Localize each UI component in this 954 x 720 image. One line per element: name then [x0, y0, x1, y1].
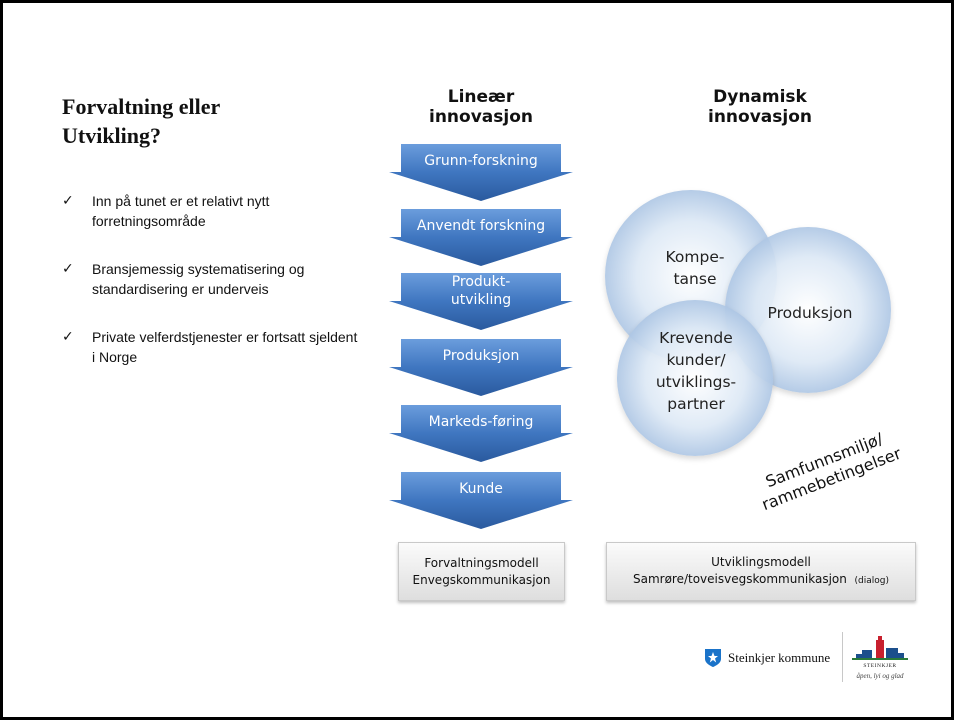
dynamic-model-note: (dialog) — [854, 575, 890, 586]
linear-step-label: Produksjon — [442, 348, 520, 364]
chevron-down-arrow — [389, 273, 573, 330]
circle-customers-label: Krevende kunder/ utviklings-partner — [655, 329, 737, 413]
chevron-down-arrow — [389, 339, 573, 396]
check-icon: ✓ — [62, 261, 74, 277]
linear-step-arrow: Markeds-føring — [389, 403, 573, 463]
skyline-logo — [852, 636, 908, 660]
linear-step-arrow: Kunde — [389, 470, 573, 530]
circle-customers — [617, 300, 773, 456]
bullet-item: ✓ Bransjemessig systematisering og standa… — [62, 259, 362, 299]
linear-heading-line1: Lineær — [447, 87, 515, 107]
circle-production-label: Produksjon — [767, 304, 853, 322]
linear-step-label: Grunn-forskning — [424, 153, 538, 169]
circle-competence-label: Kompe-tanse — [665, 248, 725, 288]
linear-step-label: Markeds-føring — [428, 414, 534, 430]
dynamic-heading-line2: innovasjon — [708, 107, 812, 127]
town-tagline: åpen, lyi og glad — [856, 672, 904, 680]
chevron-down-arrow — [389, 144, 573, 201]
bullet-list: ✓ Inn på tunet er et relativt nytt forret… — [62, 191, 362, 395]
org-name: Steinkjer kommune — [728, 650, 831, 665]
linear-heading: Lineær innovasjon — [411, 87, 551, 127]
dynamic-heading-line1: Dynamisk — [713, 87, 807, 107]
linear-step-arrow: Produksjon — [389, 337, 573, 397]
logo-divider — [842, 632, 843, 682]
bullet-item: ✓ Private velferdstjenester er fortsatt s… — [62, 327, 362, 367]
dynamic-model-box: Utviklingsmodell Samrøre/toveisvegskommu… — [606, 542, 916, 601]
chevron-down-arrow — [389, 472, 573, 529]
linear-step-arrow: Anvendt forskning — [389, 207, 573, 267]
linear-model-box: Forvaltningsmodell Envegskommunikasjon — [398, 542, 565, 601]
linear-heading-line2: innovasjon — [429, 107, 533, 127]
linear-step-label: Produkt-utvikling — [450, 274, 512, 308]
dynamic-heading: Dynamisk innovasjon — [680, 87, 840, 127]
dynamic-model-line2-text: Samrøre/toveisvegskommunikasjon — [632, 571, 847, 586]
dynamic-model-line2: Samrøre/toveisvegskommunikasjon (dialog) — [633, 571, 889, 590]
slide-title: Forvaltning eller Utvikling? — [62, 94, 220, 148]
chevron-down-arrow — [389, 209, 573, 266]
linear-step-label: Kunde — [459, 481, 503, 497]
linear-model-line2: Envegskommunikasjon — [412, 572, 551, 587]
dynamic-model-line1: Utviklingsmodell — [711, 554, 811, 569]
town-logo: STEINKJER åpen, lyi og glad — [848, 636, 912, 682]
check-icon: ✓ — [62, 193, 74, 209]
bullet-text: Bransjemessig systematisering og standar… — [92, 261, 305, 297]
linear-step-arrow: Grunn-forskning — [389, 142, 573, 202]
town-name: STEINKJER — [863, 663, 897, 669]
check-icon: ✓ — [62, 329, 74, 345]
coat-of-arms-icon — [705, 649, 721, 667]
bullet-item: ✓ Inn på tunet er et relativt nytt forret… — [62, 191, 362, 231]
linear-step-arrow: Produkt-utvikling — [389, 271, 573, 331]
bullet-text: Private velferdstjenester er fortsatt sj… — [92, 329, 358, 365]
bullet-text: Inn på tunet er et relativt nytt forretn… — [92, 193, 270, 229]
linear-step-label: Anvendt forskning — [416, 218, 546, 234]
chevron-down-arrow — [389, 405, 573, 462]
steinkjer-logo: Steinkjer kommune — [704, 648, 830, 668]
linear-model-line1: Forvaltningsmodell — [424, 555, 539, 570]
